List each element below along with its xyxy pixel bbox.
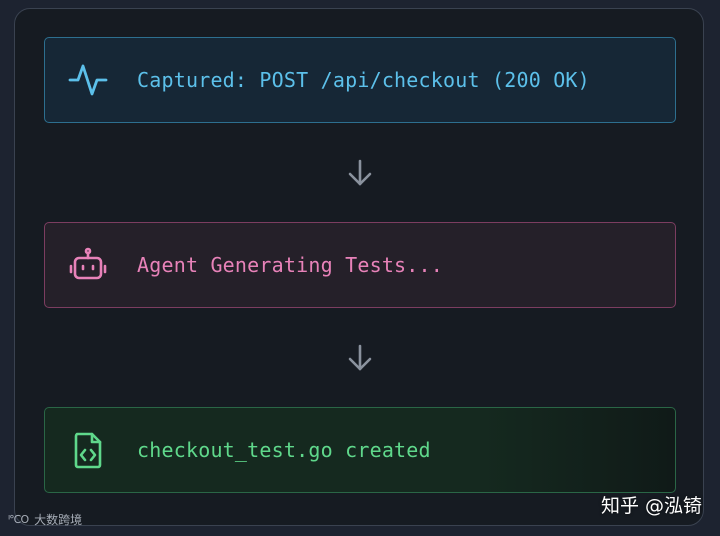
step-captured-label: Captured: POST /api/checkout (200 OK)	[137, 68, 590, 92]
step-captured-request: Captured: POST /api/checkout (200 OK)	[44, 37, 676, 123]
watermark-author: 知乎 @泓锜	[600, 495, 702, 517]
step-file-created: checkout_test.go created	[44, 407, 676, 493]
arrow-down-icon	[348, 159, 372, 186]
watermark-source-text: 大数跨境	[34, 513, 83, 527]
watermark-logo: ᑊ℃O	[8, 513, 29, 526]
arrow-down-icon	[348, 344, 372, 371]
step-agent-label: Agent Generating Tests...	[137, 253, 444, 277]
step-agent-generating: Agent Generating Tests...	[44, 222, 676, 308]
activity-pulse-icon	[67, 59, 109, 101]
step-created-label: checkout_test.go created	[137, 438, 431, 462]
watermark-source: ᑊ℃O 大数跨境	[8, 511, 82, 528]
code-file-icon	[67, 429, 109, 471]
robot-icon	[67, 244, 109, 286]
